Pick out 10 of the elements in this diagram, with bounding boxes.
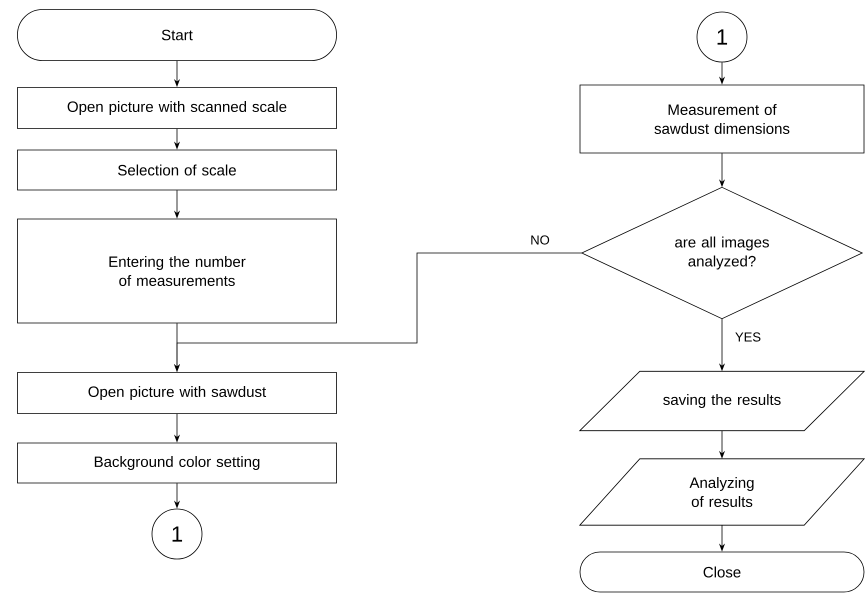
process-box: Open picture with scanned scale xyxy=(17,87,337,129)
edge-label: NO xyxy=(529,234,551,246)
edge-label: YES xyxy=(734,331,762,343)
process-box: Entering the number of measurements xyxy=(17,218,337,324)
process-box: Measurement of sawdust dimensions xyxy=(580,84,864,154)
end-terminator: Close xyxy=(580,552,864,592)
process-box: Selection of scale xyxy=(17,150,337,190)
process-box: Background color setting xyxy=(17,442,337,484)
start-terminator: Start xyxy=(17,9,337,61)
process-box: Open picture with sawdust xyxy=(17,372,337,414)
